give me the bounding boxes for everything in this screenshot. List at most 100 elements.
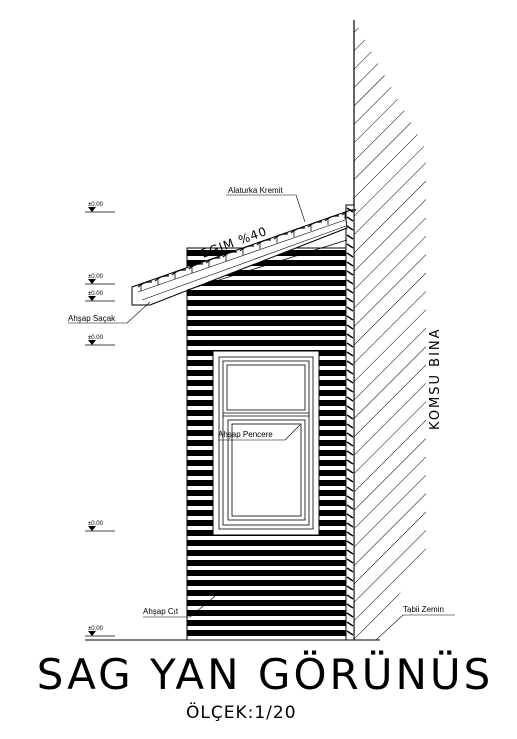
cladding-board (187, 550, 347, 556)
post-mark (346, 459, 354, 465)
label-eave: Ahşap Saçak (68, 314, 116, 323)
label-wall: Ahşap Cıt (143, 607, 179, 616)
label-roof-tile: Alaturka Kremit (228, 186, 283, 195)
post-mark (346, 432, 354, 438)
post-mark (346, 333, 354, 339)
post-mark (346, 594, 354, 600)
post-mark (346, 477, 354, 483)
cladding-board (187, 290, 347, 296)
post-mark (346, 387, 354, 393)
post-mark (346, 270, 354, 276)
post-mark (346, 288, 354, 294)
post-mark (346, 234, 354, 240)
post-mark (346, 342, 354, 348)
roof-tile (290, 227, 306, 234)
post-mark (346, 297, 354, 303)
post-mark (346, 405, 354, 411)
level-marker: ±0.00 (85, 291, 115, 302)
post-mark (346, 369, 354, 375)
post-mark (346, 621, 354, 627)
cladding-board (187, 260, 347, 266)
post-mark (346, 549, 354, 555)
post-mark (346, 216, 354, 222)
cladding-board (187, 580, 347, 586)
level-marker-value: ±0.00 (88, 626, 104, 632)
post-mark (346, 396, 354, 402)
post-mark (346, 324, 354, 330)
post-mark (346, 585, 354, 591)
roof-eave (131, 209, 357, 306)
post-mark (346, 504, 354, 510)
level-marker-value: ±0.00 (88, 335, 104, 341)
post-mark (346, 603, 354, 609)
post-mark (346, 378, 354, 384)
post-mark (346, 495, 354, 501)
wall-edge-post (345, 204, 355, 641)
cladding-board (187, 270, 347, 276)
post-mark (346, 450, 354, 456)
post-mark (346, 468, 354, 474)
roof-tile (239, 245, 255, 252)
roof-tile (171, 269, 187, 276)
post-mark (346, 414, 354, 420)
post-mark (346, 540, 354, 546)
post-mark (346, 576, 354, 582)
cladding-board (187, 610, 347, 616)
cladding-board (187, 630, 347, 636)
wooden-window (212, 350, 320, 536)
cladding-board (187, 300, 347, 306)
post-mark (346, 567, 354, 573)
post-mark (346, 360, 354, 366)
post-mark (346, 531, 354, 537)
roof-tile (137, 281, 153, 288)
post-mark (346, 243, 354, 249)
cladding-board (187, 330, 347, 336)
roof-tile (256, 239, 272, 246)
roof-tile (205, 257, 221, 264)
cladding-board (187, 620, 347, 626)
level-marker: ±0.00 (85, 202, 115, 213)
roof-tile (273, 233, 289, 240)
post-mark (346, 612, 354, 618)
level-marker: ±0.00 (85, 335, 115, 346)
level-marker: ±0.00 (85, 521, 115, 532)
cladding-board (187, 570, 347, 576)
post-mark (346, 630, 354, 636)
level-marker-value: ±0.00 (88, 274, 104, 280)
post-mark (346, 279, 354, 285)
level-marker-value: ±0.00 (88, 291, 104, 297)
roof-tile (222, 251, 238, 258)
post-mark (346, 351, 354, 357)
post-mark (346, 261, 354, 267)
post-mark (346, 558, 354, 564)
post-mark (346, 513, 354, 519)
cladding-board (187, 320, 347, 326)
label-ground: Tabii Zemin (403, 605, 444, 614)
neighbor-building-hatch (354, 20, 426, 640)
roof-tile (307, 221, 323, 228)
roof-tile (324, 215, 340, 222)
cladding-board (187, 340, 347, 346)
cladding-board (187, 310, 347, 316)
post-mark (346, 306, 354, 312)
cladding-board (187, 600, 347, 606)
label-neighbor: KOMSU BINA (428, 327, 443, 430)
post-mark (346, 486, 354, 492)
cladding-board (187, 590, 347, 596)
level-marker-value: ±0.00 (88, 521, 104, 527)
post-mark (346, 423, 354, 429)
label-window: Ahşap Pencere (218, 430, 273, 439)
wall-edge-post-texture (346, 207, 354, 636)
level-markers: ±0.00 ±0.00 ±0.00 ±0.00 ±0.00 ±0.00 (85, 202, 115, 637)
post-mark (346, 252, 354, 258)
roof-tile (341, 209, 357, 216)
drawing-title: SAG YAN GÖRÜNÜS (36, 650, 494, 699)
post-mark (346, 315, 354, 321)
post-mark (346, 522, 354, 528)
post-mark (346, 441, 354, 447)
roof-tile (154, 275, 170, 282)
level-marker: ±0.00 (85, 626, 115, 637)
level-marker-value: ±0.00 (88, 202, 104, 208)
cladding-board (187, 540, 347, 546)
